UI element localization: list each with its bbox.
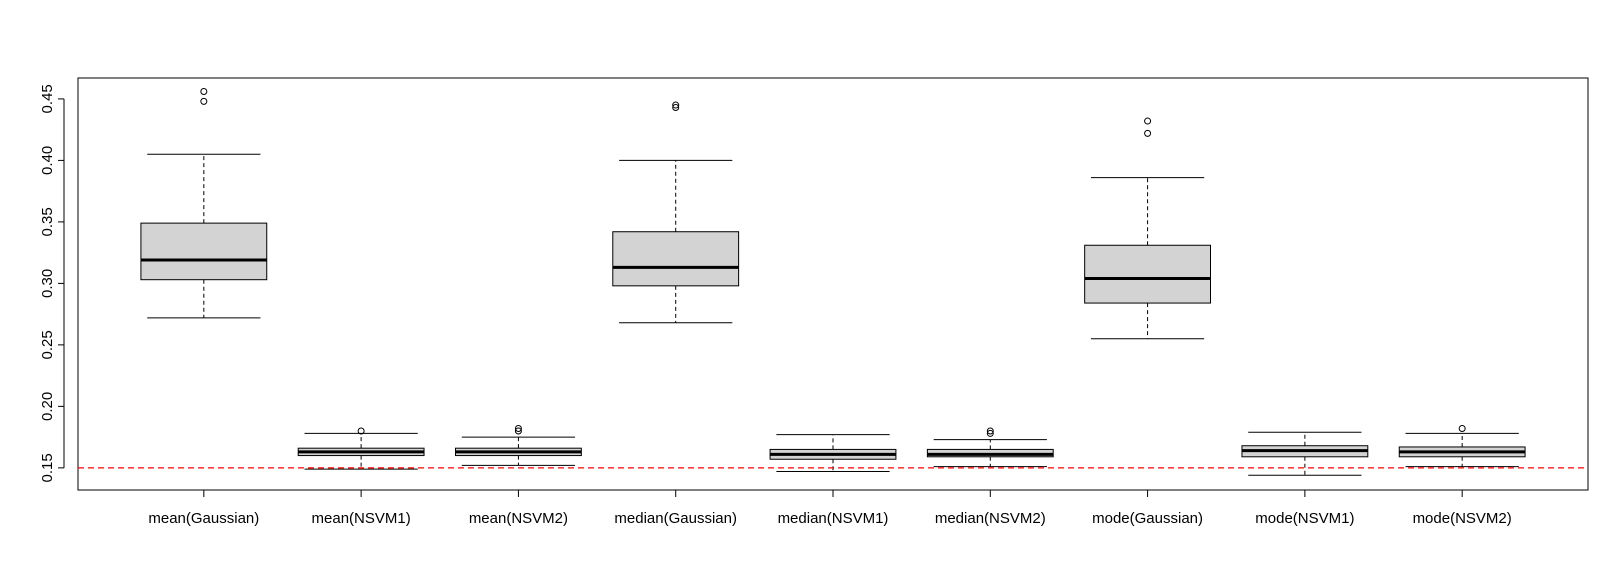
box-3: [455, 425, 582, 466]
outlier-point: [986, 427, 994, 435]
outlier-point: [200, 97, 208, 105]
outlier-point: [672, 101, 680, 109]
outlier-point: [357, 427, 365, 435]
outlier-point: [986, 429, 994, 437]
x-tick-label: median(NSVM1): [778, 510, 889, 527]
y-tick-label: 0.15: [39, 453, 56, 482]
x-tick-label: median(NSVM2): [935, 510, 1046, 527]
y-tick-label: 0.30: [39, 269, 56, 298]
outlier-point: [1458, 425, 1466, 433]
box-2: [297, 427, 425, 470]
outlier-point: [514, 427, 522, 435]
outlier-point: [1144, 129, 1152, 137]
box-body: [1084, 244, 1211, 304]
plot-frame: [77, 77, 1589, 491]
y-tick-label: 0.20: [39, 392, 56, 421]
x-axis: mean(Gaussian) mean(NSVM1) mean(NSVM2) medi…: [148, 489, 1512, 527]
y-tick-label: 0.35: [39, 207, 56, 236]
outlier-point: [672, 104, 680, 112]
box-body: [140, 222, 268, 281]
box-9: [1398, 425, 1526, 468]
x-tick-label: mean(NSVM1): [312, 510, 411, 527]
x-tick-label: mean(NSVM2): [469, 510, 568, 527]
boxes-group: [140, 88, 1526, 476]
box-body: [612, 231, 740, 287]
x-tick-label: mode(NSVM1): [1255, 510, 1354, 527]
x-tick-label: mode(Gaussian): [1092, 510, 1203, 527]
box-6: [926, 427, 1054, 468]
outlier-point: [200, 88, 208, 96]
box-4: [612, 101, 740, 324]
box-5: [769, 434, 897, 473]
y-tick-label: 0.40: [39, 146, 56, 175]
box-7: [1084, 117, 1211, 340]
outlier-point: [1144, 117, 1152, 125]
y-tick-label: 0.45: [39, 84, 56, 113]
outlier-point: [514, 425, 522, 433]
x-tick-label: mean(Gaussian): [148, 510, 259, 527]
y-axis: 0.15 0.20 0.25 0.30 0.35 0.40 0.45: [39, 84, 65, 482]
box-1: [140, 88, 268, 319]
box-8: [1241, 431, 1369, 476]
y-tick-label: 0.25: [39, 330, 56, 359]
x-tick-label: mode(NSVM2): [1413, 510, 1512, 527]
x-tick-label: median(Gaussian): [614, 510, 737, 527]
